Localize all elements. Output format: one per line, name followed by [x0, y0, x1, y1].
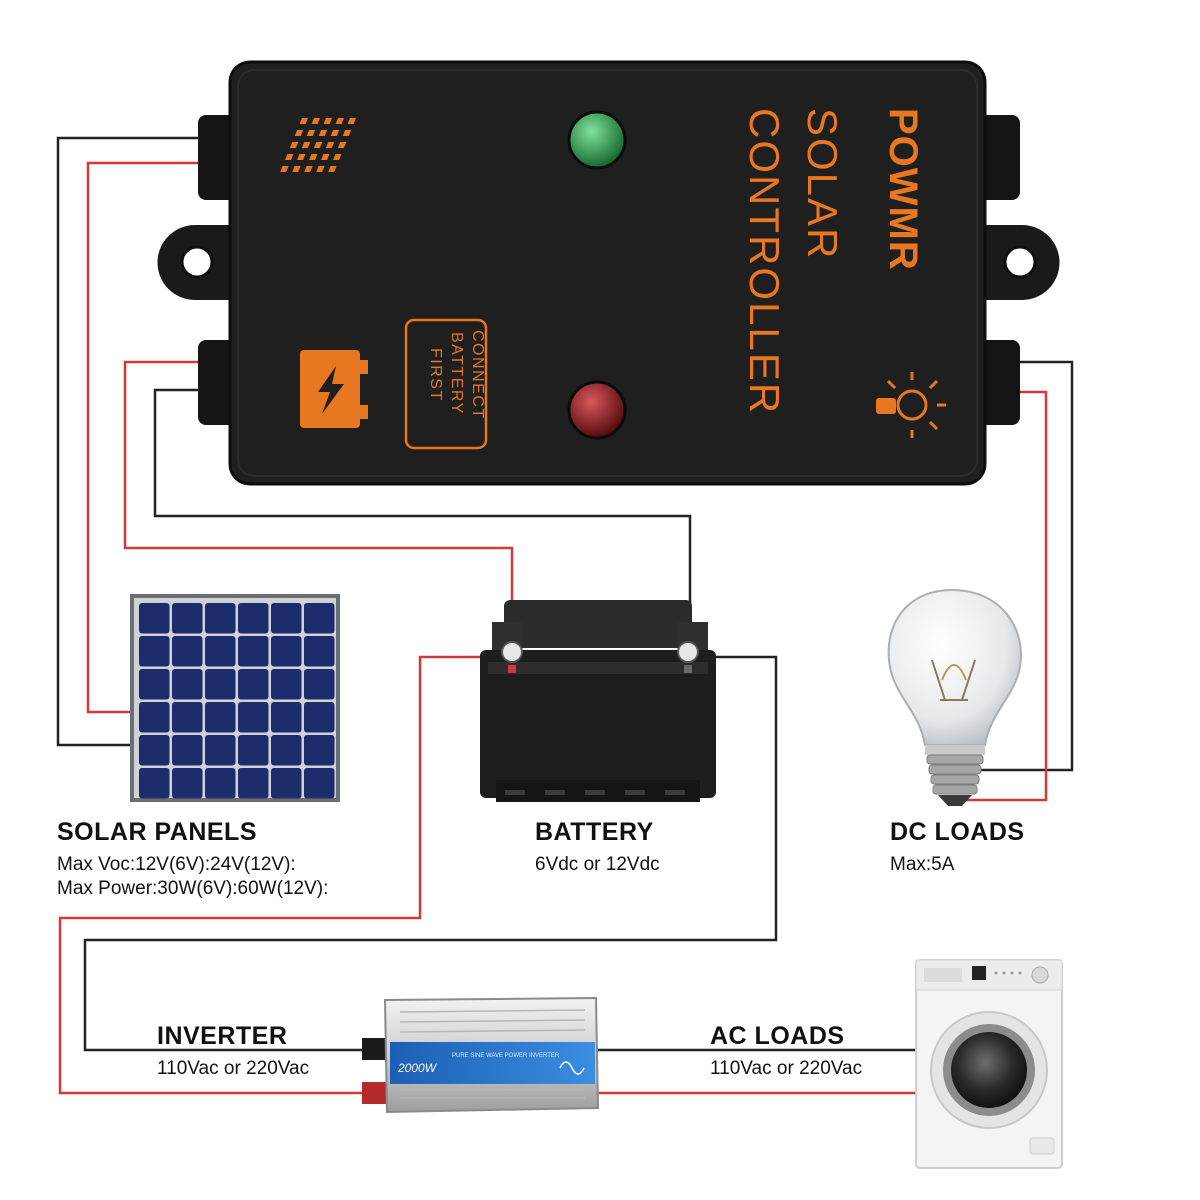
battery-positive-terminal [501, 641, 523, 663]
solar-cell [172, 735, 203, 766]
solar-cell [205, 768, 236, 799]
solar-cell [205, 702, 236, 733]
vent-icon [280, 118, 356, 172]
solar-cell [139, 636, 170, 667]
solar-cell [205, 669, 236, 700]
solar-cell [238, 669, 269, 700]
dc-loads-title: DC LOADS [890, 818, 1025, 846]
wire-dc-load-negative [965, 360, 1074, 772]
solar-cell [172, 702, 203, 733]
solar-cell [304, 768, 335, 799]
solar-cell [238, 603, 269, 634]
solar-cell [238, 768, 269, 799]
battery-label: BATTERY 6Vdc or 12Vdc [535, 818, 660, 877]
solar-controller: POWMR SOLAR CONTROLLER CONNECT BATTERY F… [157, 60, 1060, 486]
solar-cell [238, 735, 269, 766]
solar-cell [205, 636, 236, 667]
wire-inverter-positive [58, 655, 505, 1095]
solar-cell [238, 702, 269, 733]
solar-cell [271, 636, 302, 667]
solar-panels-spec-voc: Max Voc:12V(6V):24V(12V): [57, 854, 296, 875]
ac-loads-title: AC LOADS [710, 1022, 845, 1050]
warning-line2: BATTERY [448, 332, 465, 415]
solar-cell [205, 603, 236, 634]
solar-panel [130, 594, 340, 802]
inverter-spec: 110Vac or 220Vac [157, 1058, 310, 1079]
solar-cell [238, 636, 269, 667]
solar-cell [205, 735, 236, 766]
solar-cell [271, 702, 302, 733]
washing-machine [915, 959, 1063, 1169]
solar-cell [304, 603, 335, 634]
controller-body [228, 60, 987, 486]
solar-cell [271, 669, 302, 700]
status-led-green [567, 110, 627, 170]
controller-title-line1: SOLAR [799, 108, 846, 260]
solar-cell [271, 768, 302, 799]
solar-cell [139, 702, 170, 733]
battery-spec: 6Vdc or 12Vdc [535, 854, 660, 875]
solar-cell [304, 636, 335, 667]
battery-unit [480, 600, 716, 802]
sine-wave-icon [559, 1061, 585, 1075]
status-led-red [567, 380, 627, 440]
dc-light-bulb [887, 588, 1022, 806]
control-display [972, 966, 986, 980]
solar-cell [139, 735, 170, 766]
dc-loads-spec: Max:5A [890, 854, 955, 875]
inverter-model-text: PURE SINE WAVE POWER INVERTER [452, 1053, 560, 1059]
solar-cell [172, 603, 203, 634]
wire-battery-positive [123, 360, 514, 638]
solar-panels-spec-power: Max Power:30W(6V):60W(12V): [57, 878, 329, 899]
solar-cell [304, 702, 335, 733]
solar-cell [172, 768, 203, 799]
controller-title-line2: CONTROLLER [741, 108, 788, 415]
solar-cell [271, 603, 302, 634]
inverter-unit: 2000W PURE SINE WAVE POWER INVERTER [362, 996, 600, 1114]
terminal-load [978, 340, 1020, 425]
dc-loads-label: DC LOADS Max:5A [890, 818, 1025, 877]
inverter-rating: 2000W [397, 1061, 438, 1075]
battery-charge-icon [300, 350, 368, 428]
solar-panels-title: SOLAR PANELS [57, 818, 257, 846]
solar-panels-label: SOLAR PANELS Max Voc:12V(6V):24V(12V): M… [57, 818, 328, 901]
ac-loads-spec: 110Vac or 220Vac [710, 1058, 863, 1079]
solar-cell [304, 669, 335, 700]
warning-line1: CONNECT [469, 330, 486, 420]
wire-battery-negative [153, 388, 692, 640]
battery-title: BATTERY [535, 818, 654, 846]
light-bulb-icon [876, 372, 946, 438]
battery-negative-terminal [677, 641, 699, 663]
solar-cell [304, 735, 335, 766]
solar-cell [271, 735, 302, 766]
wires [56, 136, 1074, 1095]
ac-loads-label: AC LOADS 110Vac or 220Vac [710, 1022, 862, 1081]
wire-solar-positive [86, 161, 205, 714]
warning-box: CONNECT BATTERY FIRST [404, 318, 488, 450]
solar-cell [172, 636, 203, 667]
solar-cells [139, 603, 335, 799]
solar-cell [172, 669, 203, 700]
warning-line3: FIRST [427, 348, 444, 402]
solar-cell [139, 768, 170, 799]
inverter-label-band [390, 1042, 595, 1084]
wire-dc-load-positive [955, 390, 1048, 802]
inverter-label: INVERTER 110Vac or 220Vac [157, 1022, 309, 1081]
wire-solar-negative [56, 136, 205, 747]
solar-cell [139, 603, 170, 634]
inverter-title: INVERTER [157, 1022, 288, 1050]
program-knob [1031, 966, 1049, 984]
washer-drum [951, 1032, 1027, 1108]
solar-cell [139, 669, 170, 700]
brand-logo: POWMR [881, 108, 925, 271]
terminal-load-top [978, 115, 1020, 200]
wire-inverter-negative [83, 655, 778, 1052]
